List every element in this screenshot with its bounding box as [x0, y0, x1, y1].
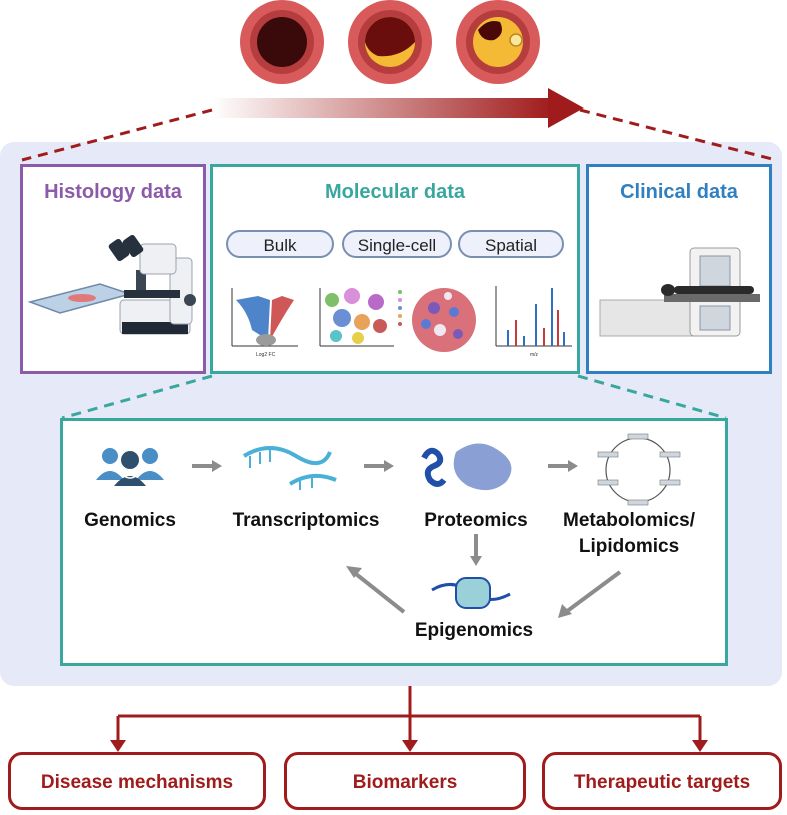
omics-box [60, 418, 728, 666]
lipidomics-label: Lipidomics [578, 536, 680, 557]
spatial-tissue-icon [412, 288, 476, 352]
mri-scanner-icon [599, 247, 760, 337]
genomics-people-icon [96, 448, 164, 486]
proteomics-label: Proteomics [424, 510, 528, 531]
protein-icon [421, 443, 512, 491]
microscope-icon [27, 234, 196, 335]
artery-healthy-icon [240, 0, 324, 84]
rna-strand-icon [242, 446, 337, 490]
flow-arrows [192, 460, 622, 618]
transcriptomics-label: Transcriptomics [232, 510, 380, 531]
genomics-label: Genomics [84, 510, 176, 531]
histology-title: Histology data [44, 181, 182, 203]
molecular-title: Molecular data [324, 181, 466, 203]
chromatin-icon [431, 577, 511, 609]
metabolic-pathway-icon [597, 433, 681, 506]
clinical-title: Clinical data [620, 181, 738, 203]
mass-spectrum-icon: m/z [495, 286, 572, 358]
clinical-data-box: Clinical data [586, 164, 772, 374]
volcano-plot-icon: Log2 FC [231, 288, 298, 358]
metabolomics-label: Metabolomics/ [563, 510, 695, 531]
epigenomics-label: Epigenomics [414, 620, 534, 641]
disease-mechanisms-box: Disease mechanisms [8, 752, 266, 810]
single-cell-pill: Single-cell [342, 230, 452, 258]
bulk-pill: Bulk [226, 230, 334, 258]
outcome-connectors [116, 686, 702, 742]
artery-advanced-plaque-icon [456, 0, 540, 84]
therapeutic-targets-box: Therapeutic targets [542, 752, 782, 810]
svg-text:m/z: m/z [530, 352, 539, 358]
tsne-plot-icon [319, 288, 402, 347]
artery-early-plaque-icon [348, 0, 432, 84]
svg-text:Log2 FC: Log2 FC [256, 352, 276, 358]
spatial-pill: Spatial [458, 230, 564, 258]
biomarkers-box: Biomarkers [284, 752, 526, 810]
